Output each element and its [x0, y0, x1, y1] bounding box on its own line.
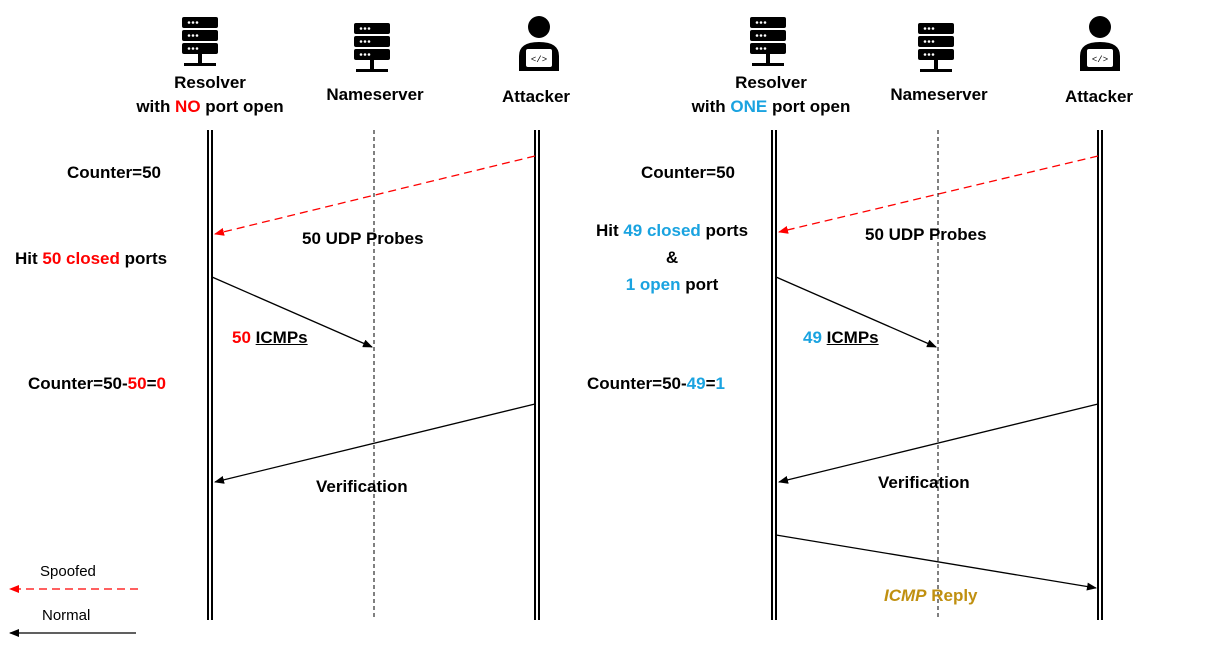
resolver-subtitle: with NO port open [136, 97, 284, 116]
arrow-verification-left [214, 403, 536, 484]
udp-probes-label-right: 50 UDP Probes [865, 225, 987, 244]
counter-end-right: Counter=50-49=1 [587, 374, 725, 393]
arrow-udp-probes-left [214, 155, 536, 236]
legend-spoofed-label: Spoofed [40, 563, 96, 580]
icmps-label-right: 49 ICMPs [803, 328, 879, 347]
icmps-label-left: 50 ICMPs [232, 328, 308, 347]
resolver-label-right: Resolver with ONE port open [692, 71, 851, 119]
lifeline-resolver-right [771, 130, 777, 620]
server-icon [182, 17, 218, 66]
arrow-icmps-right [775, 276, 937, 348]
svg-text:</>: </> [531, 55, 547, 65]
nameserver-label-left: Nameserver [326, 85, 424, 104]
server-icon [354, 23, 390, 72]
hit-ports-right: Hit 49 closed ports & 1 open port [595, 221, 749, 294]
hit-ports-left: Hit 50 closed ports [15, 249, 168, 268]
lifeline-attacker-right [1097, 130, 1103, 620]
counter-end-left: Counter=50-50=0 [28, 374, 166, 393]
nameserver-label-right: Nameserver [890, 85, 988, 104]
resolver-title: Resolver [174, 73, 246, 92]
verification-label-right: Verification [878, 473, 970, 492]
counter-start-right: Counter=50 [641, 163, 735, 182]
server-icon [918, 23, 954, 72]
port-open-highlight: ONE [730, 97, 768, 116]
lifeline-attacker-left [534, 130, 540, 620]
icmp-reply-label: ICMP Reply [884, 586, 978, 605]
attacker-label-right: Attacker [1064, 87, 1134, 106]
server-icon [750, 17, 786, 66]
port-open-highlight: NO [175, 97, 201, 116]
svg-text:</>: </> [1092, 55, 1108, 65]
attacker-label-left: Attacker [501, 87, 571, 106]
counter-start-left: Counter=50 [67, 163, 161, 182]
arrow-verification-right [778, 403, 1099, 484]
resolver-title: Resolver [735, 73, 807, 92]
arrow-icmps-left [211, 276, 373, 348]
verification-label-left: Verification [316, 477, 408, 496]
attacker-icon: </> [519, 16, 559, 71]
resolver-label-left: Resolver with NO port open [136, 71, 283, 119]
arrow-udp-probes-right [778, 155, 1099, 234]
attacker-icon: </> [1080, 16, 1120, 71]
udp-probes-label-left: 50 UDP Probes [302, 229, 424, 248]
legend-normal-label: Normal [42, 607, 91, 624]
resolver-subtitle: with ONE port open [691, 97, 851, 116]
arrow-icmp-reply-right [775, 534, 1097, 591]
lifeline-resolver-left [207, 130, 213, 620]
